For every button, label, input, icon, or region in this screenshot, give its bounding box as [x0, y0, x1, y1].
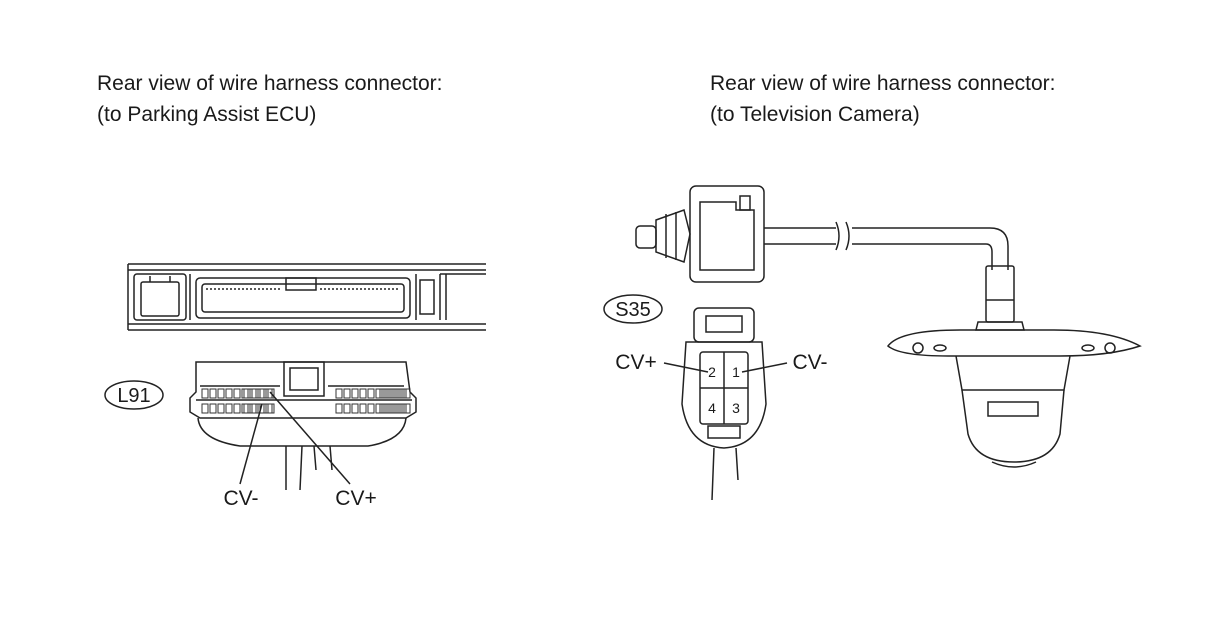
l91-pin-cell [267, 388, 275, 399]
camera-clip [635, 209, 691, 263]
television-camera [886, 265, 1142, 468]
l91-pin-cell [335, 403, 343, 414]
l91-pin-cell [265, 403, 273, 414]
left-caption-line1: Rear view of wire harness connector: [97, 72, 443, 95]
left-caption: Rear view of wire harness connector: (to… [97, 68, 443, 130]
l91-pin-cell [343, 403, 351, 414]
l91-pin-cell [359, 403, 367, 414]
l91-pin-cell [367, 388, 375, 399]
l91-cv-minus-label: CV- [223, 487, 258, 510]
l91-pin-cell [403, 388, 411, 399]
l91-pin-cell [209, 388, 217, 399]
s35-pin-3: 3 [732, 400, 740, 416]
left-caption-line2: (to Parking Assist ECU) [97, 103, 317, 126]
s35-leaders [663, 362, 788, 373]
l91-pin-cell [375, 388, 383, 399]
l91-cv-plus-label: CV+ [335, 487, 376, 510]
ecu-body [127, 263, 486, 331]
camera-cable [764, 221, 1009, 270]
s35-pin-2: 2 [708, 364, 716, 380]
l91-pin-cell [379, 388, 387, 399]
l91-pin-cell [241, 388, 249, 399]
l91-pin-cell [383, 403, 391, 414]
l91-pin-cell [233, 403, 241, 414]
l91-pin-cell [225, 388, 233, 399]
l91-pin-cell [209, 403, 217, 414]
l91-pin-cell [379, 403, 387, 414]
l91-pin-cell [387, 388, 395, 399]
s35-cv-minus-label: CV- [792, 351, 827, 374]
l91-pin-cell [403, 403, 411, 414]
s35-badge: S35 [603, 294, 663, 324]
right-caption: Rear view of wire harness connector: (to… [710, 68, 1056, 130]
l91-pin-cell [383, 388, 391, 399]
l91-pin-cell [251, 403, 259, 414]
l91-pin-cell [257, 388, 265, 399]
l91-pin-cell [201, 388, 209, 399]
s35-pin-1: 1 [732, 364, 740, 380]
right-caption-line2: (to Television Camera) [710, 103, 920, 126]
l91-pin-cell [259, 388, 267, 399]
l91-pin-cell [375, 403, 383, 414]
l91-badge: L91 [104, 380, 164, 410]
l91-pin-cell [395, 388, 403, 399]
l91-pin-cell [217, 403, 225, 414]
l91-pin-cell [395, 403, 403, 414]
s35-connector [681, 307, 767, 501]
camera-connector-head [689, 185, 765, 283]
l91-pin-cell [351, 388, 359, 399]
l91-pin-grid [201, 388, 411, 414]
l91-pin-cell [391, 388, 399, 399]
l91-pin-cell [249, 388, 257, 399]
l91-pin-cell [225, 403, 233, 414]
l91-pin-cell [399, 388, 407, 399]
s35-badge-label: S35 [615, 299, 651, 321]
l91-pin-cell [351, 403, 359, 414]
l91-pin-cell [359, 388, 367, 399]
l91-pin-cell [251, 388, 259, 399]
l91-pin-cell [387, 403, 395, 414]
l91-pin-cell [335, 388, 343, 399]
l91-pin-cell [201, 403, 209, 414]
l91-pin-cell [233, 388, 241, 399]
l91-pin-cell [249, 403, 257, 414]
l91-pin-cell [217, 388, 225, 399]
l91-pin-cell [343, 388, 351, 399]
l91-pin-cell [241, 403, 249, 414]
s35-cv-plus-label: CV+ [615, 351, 656, 374]
l91-pin-cell [243, 388, 251, 399]
l91-connector [189, 361, 417, 491]
l91-badge-label: L91 [117, 385, 150, 407]
l91-pin-cell [399, 403, 407, 414]
l91-pin-cell [391, 403, 399, 414]
s35-pin-4: 4 [708, 400, 716, 416]
l91-pin-cell [367, 403, 375, 414]
l91-pin-cell [267, 403, 275, 414]
l91-pin-cell [243, 403, 251, 414]
l91-leaders [239, 391, 351, 485]
right-caption-line1: Rear view of wire harness connector: [710, 72, 1056, 95]
